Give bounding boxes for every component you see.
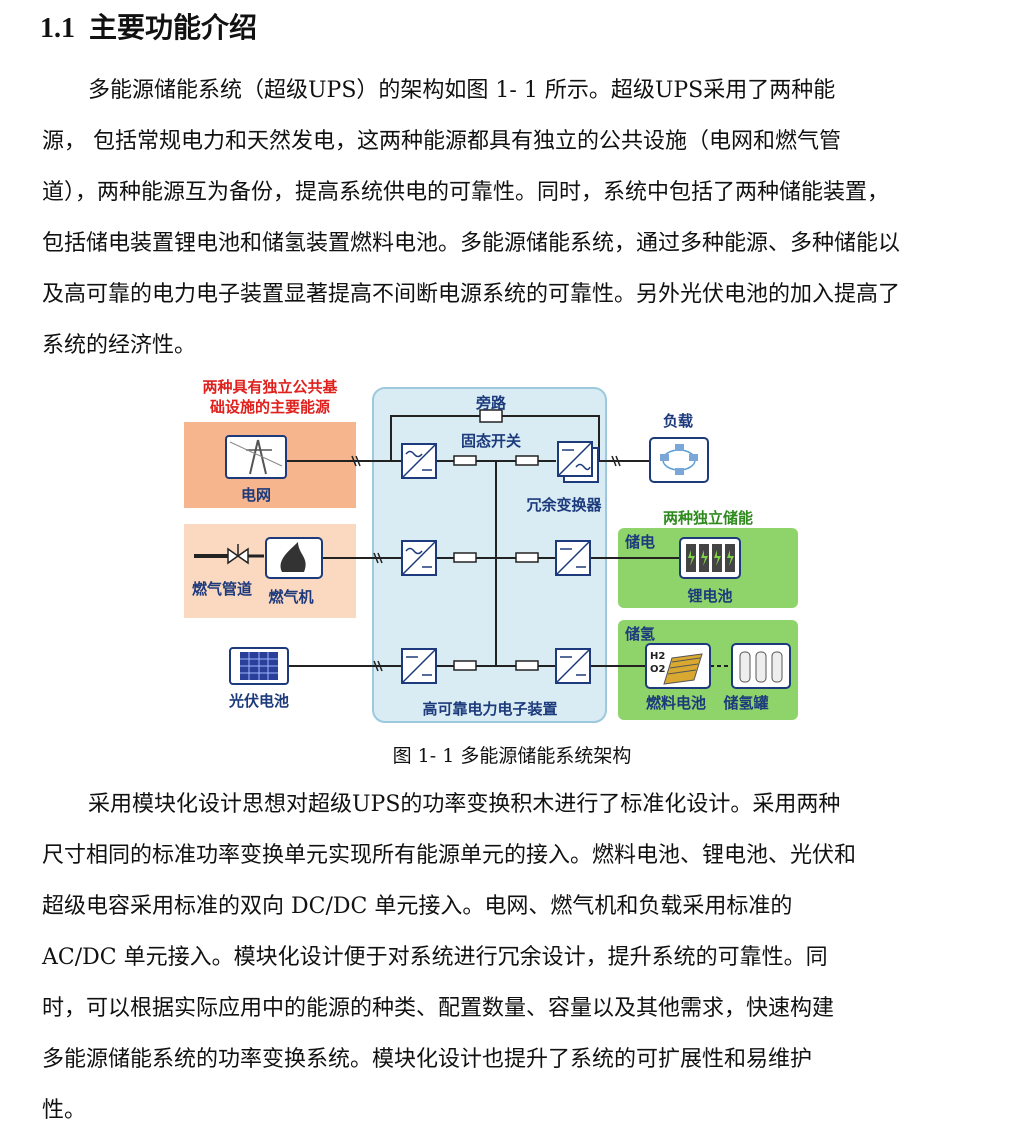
converter-redundant <box>557 441 599 483</box>
storage-group-title: 两种独立储能 <box>663 509 753 527</box>
paragraph-line: 时，可以根据实际应用中的能源的种类、配置数量、容量以及其他需求，快速构建 <box>42 996 835 1021</box>
paragraph-line: 源， 包括常规电力和天然发电，这两种能源都具有独立的公共设施（电网和燃气管 <box>42 129 841 154</box>
bypass-switch <box>479 409 503 423</box>
paragraph-line: 道），两种能源互为备份，提高系统供电的可靠性。同时，系统中包括了两种储能装置， <box>42 180 890 205</box>
converter-dc-battery <box>555 540 591 576</box>
paragraph-line: 尺寸相同的标准功率变换单元实现所有能源单元的接入。燃料电池、锂电池、光伏和 <box>42 843 857 868</box>
grid-label: 电网 <box>241 486 271 504</box>
section-number: 1.1 <box>40 13 75 44</box>
battery-pack-icon <box>679 537 741 579</box>
flame-icon <box>265 537 323 579</box>
h2-label: H2 <box>650 651 665 662</box>
paragraph-line: 多能源储能系统（超级UPS）的架构如图 1- 1 所示。超级UPS采用了两种能 <box>88 78 836 103</box>
paragraph-line: 及高可靠的电力电子装置显著提高不间断电源系统的可靠性。另外光伏电池的加入提高了 <box>42 282 901 307</box>
figure-caption: 图 1- 1 多能源储能系统架构 <box>392 745 632 767</box>
hydrogen-storage-label: 储氢 <box>625 625 655 643</box>
hydrogen-tank-icon <box>731 643 791 689</box>
bypass-label: 旁路 <box>475 394 507 412</box>
paragraph-line: AC/DC 单元接入。模块化设计便于对系统进行冗余设计，提升系统的可靠性。同 <box>42 945 828 970</box>
converter-ac-grid <box>401 443 437 479</box>
o2-label: O2 <box>650 664 666 675</box>
architecture-diagram: 两种具有独立公共基 础设施的主要能源 两种独立储能 储电 储氢 旁路 固态开关 <box>184 378 798 723</box>
power-tower-icon <box>225 435 287 479</box>
converter-ac-gas <box>401 540 437 576</box>
energy-group-title-line1: 两种具有独立公共基 <box>202 378 338 396</box>
hydrogen-tank-label: 储氢罐 <box>723 694 768 712</box>
fuel-cell-label: 燃料电池 <box>646 694 706 712</box>
section-title: 主要功能介绍 <box>89 11 258 44</box>
section-heading: 1.1 主要功能介绍 <box>40 6 257 46</box>
gas-pipeline-label: 燃气管道 <box>192 580 252 598</box>
gas-valve-icon <box>194 544 264 565</box>
converter-dc-pv <box>401 648 437 684</box>
paragraph-line: 性。 <box>42 1098 87 1123</box>
pv-label: 光伏电池 <box>228 692 289 710</box>
solar-panel-icon <box>229 647 289 685</box>
network-load-icon <box>649 437 709 483</box>
paragraph-line: 超级电容采用标准的双向 DC/DC 单元接入。电网、燃气机和负载采用标准的 <box>42 894 793 919</box>
gas-turbine-label: 燃气机 <box>268 588 313 606</box>
static-switches <box>453 455 539 671</box>
paragraph-line: 采用模块化设计思想对超级UPS的功率变换积木进行了标准化设计。采用两种 <box>88 792 841 817</box>
lithium-battery-label: 锂电池 <box>687 587 732 605</box>
converter-dc-fuelcell <box>555 648 591 684</box>
energy-group-title-line2: 础设施的主要能源 <box>210 398 330 416</box>
paragraph-line: 包括储电装置锂电池和储氢装置燃料电池。多能源储能系统，通过多种能源、多种储能以 <box>42 231 901 256</box>
line-breaks <box>351 455 621 672</box>
load-label: 负载 <box>663 412 693 430</box>
paragraph-line: 多能源储能系统的功率变换系统。模块化设计也提升了系统的可扩展性和易维护 <box>42 1047 813 1072</box>
static-switch-label: 固态开关 <box>461 432 521 450</box>
redundant-converter-label: 冗余变换器 <box>526 496 602 514</box>
fuel-cell-icon <box>645 643 711 689</box>
paragraph-line: 系统的经济性。 <box>42 333 197 358</box>
electric-storage-label: 储电 <box>625 533 655 551</box>
power-electronics-label: 高可靠电力电子装置 <box>422 700 557 718</box>
